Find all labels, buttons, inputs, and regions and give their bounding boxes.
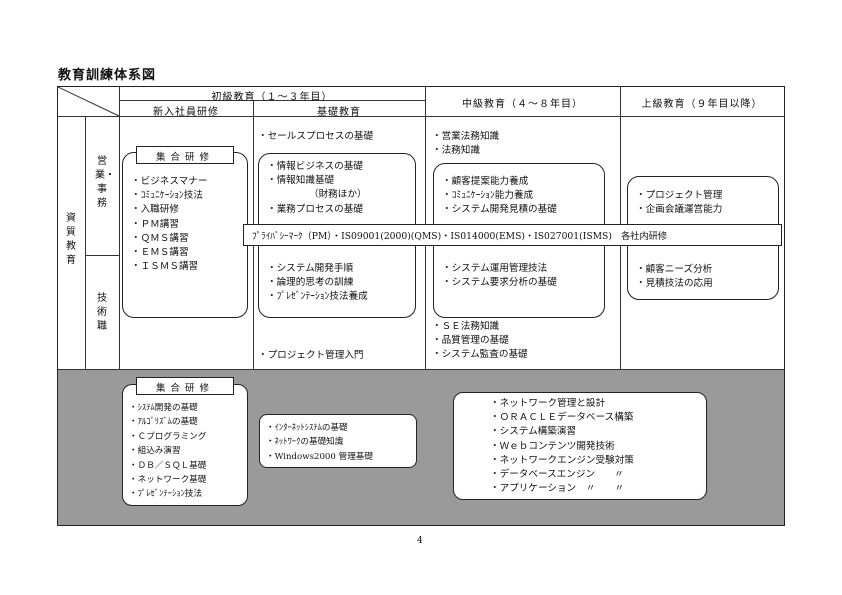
list-item: ・ｲﾝﾀｰﾈｯﾄｼｽﾃﾑの基礎	[266, 423, 348, 433]
basic-top-item: ・セールスプロセスの基礎	[258, 131, 374, 142]
intermediate-bottom-items: ・ＳＥ法務知識 ・品質管理の基礎 ・システム監査の基礎	[432, 320, 528, 363]
list-item: ・ｺﾐｭﾆｹｰｼｮﾝ技法	[131, 190, 203, 202]
header-new-employee: 新入社員研修	[153, 107, 219, 118]
list-item: ・システム監査の基礎	[432, 349, 528, 361]
basic-bottom-item: ・プロジェクト管理入門	[258, 350, 364, 361]
list-item: ・営業法務知識	[432, 131, 500, 142]
list-item: ・システム運用管理技法	[442, 263, 548, 274]
list-item: ・組込み演習	[129, 446, 181, 457]
list-item: ・ＱＭＳ講習	[131, 232, 189, 244]
list-item: ・システム開発手順	[267, 263, 354, 274]
list-item: ・ＰＭ講習	[131, 218, 179, 230]
list-item: ・企画会議運営能力	[636, 204, 723, 216]
gray-box-internet: ・ｲﾝﾀｰﾈｯﾄｼｽﾃﾑの基礎 ・ﾈｯﾄﾜｰｸの基礎知識 ・Windows200…	[259, 414, 417, 468]
list-item: ・ネットワーク管理と設計	[490, 398, 606, 409]
header-sub-line	[119, 100, 425, 101]
list-item: ・品質管理の基礎	[432, 335, 509, 347]
list-item: ・Ｗｅｂコンテンツ開発技術	[490, 440, 615, 452]
list-item: ・ｼｽﾃﾑ開発の基礎	[129, 403, 198, 413]
row-split-line	[85, 255, 119, 256]
list-item: ・システム要求分析の基礎	[442, 277, 557, 289]
gray-group-box: ・ｼｽﾃﾑ開発の基礎 ・ｱﾙｺﾞﾘｽﾞﾑの基礎 ・Ｃプログラミング ・組込み演習…	[122, 384, 248, 506]
list-item: ・顧客ニーズ分析	[636, 264, 713, 275]
list-item: ・プロジェクト管理	[636, 190, 723, 201]
list-item: ・情報ビジネスの基礎	[267, 161, 363, 172]
page-number: 4	[417, 536, 423, 546]
header-bottom-line	[58, 116, 784, 117]
row-label-technical: 技術職	[97, 293, 107, 332]
list-item: ・アプリケーション 〃 〃	[490, 483, 625, 495]
col-line-1	[119, 87, 120, 369]
col-line-rowlabel	[85, 117, 86, 369]
list-item: ・システム開発見積の基礎	[442, 204, 557, 216]
list-item: ・Windows2000 管理基礎	[266, 451, 373, 462]
list-item: ・ﾌﾟﾚｾﾞﾝﾃｰｼｮﾝ技法	[129, 489, 203, 500]
list-item: ・法務知識	[432, 145, 480, 157]
header-diagonal	[58, 87, 120, 117]
list-item: ・ＯＲＡＣＬＥデータベース構築	[490, 412, 634, 424]
intermediate-top-items: ・営業法務知識 ・法務知識	[432, 130, 499, 158]
gray-group-training-tag: 集合研修	[136, 377, 234, 395]
list-item: ・ビジネスマナー	[131, 176, 208, 187]
list-item: ・ＳＥ法務知識	[432, 321, 500, 332]
list-item: ・入職研修	[131, 204, 179, 216]
header-beginner: 初級教育（１～３年目）	[211, 92, 333, 103]
list-item: ・ネットワーク基礎	[129, 475, 207, 486]
page-title: 教育訓練体系図	[58, 68, 157, 83]
list-item: ・ＤＢ／ＳＱＬ基礎	[129, 460, 207, 471]
list-item: ・情報知識基礎	[267, 175, 335, 187]
list-item: ・論理的思考の訓練	[267, 277, 354, 289]
list-item: ・見積技法の応用	[636, 278, 713, 290]
list-item: ・ネットワークエンジン受験対策	[490, 454, 634, 466]
row-label-sales-admin: 営業・事務	[95, 156, 115, 209]
list-item: ・ﾈｯﾄﾜｰｸの基礎知識	[266, 437, 344, 448]
list-item: ・業務プロセスの基礎	[267, 203, 363, 215]
list-item: （財務ほか）	[309, 189, 367, 201]
header-basic: 基礎教育	[317, 107, 361, 118]
certification-band: ﾌﾟﾗｲﾊﾞｼｰﾏｰｸ（PM）・IS09001(2000)(QMS)・IS014…	[243, 224, 782, 246]
list-item: ・システム構築演習	[490, 426, 577, 438]
list-item: ・顧客提案能力養成	[442, 176, 529, 187]
gray-section-top-line	[58, 369, 784, 370]
gray-box-advanced-tech: ・ネットワーク管理と設計 ・ＯＲＡＣＬＥデータベース構築 ・システム構築演習 ・…	[453, 392, 707, 500]
new-employee-box: ・ビジネスマナー ・ｺﾐｭﾆｹｰｼｮﾝ技法 ・入職研修 ・ＰＭ講習 ・ＱＭＳ講習…	[122, 152, 248, 318]
list-item: ・ﾌﾟﾚｾﾞﾝﾃｰｼｮﾝ技法養成	[267, 291, 368, 303]
list-item: ・ｺﾐｭﾆｹｰｼｮﾝ能力養成	[442, 190, 534, 202]
header-advanced: 上級教育（９年目以降）	[641, 99, 763, 110]
group-training-tag: 集合研修	[136, 146, 234, 164]
header-intermediate: 中級教育（４～８年目）	[462, 99, 583, 110]
list-item: ・ＩＳＭＳ講習	[131, 261, 199, 273]
list-item: ・ＥＭＳ講習	[131, 247, 189, 259]
training-table	[57, 86, 785, 526]
list-item: ・Ｃプログラミング	[129, 431, 207, 442]
list-item: ・ｱﾙｺﾞﾘｽﾞﾑの基礎	[129, 417, 198, 428]
row-label-qualification: 資質教育	[66, 213, 76, 266]
list-item: ・データベースエンジン 〃	[490, 469, 624, 481]
